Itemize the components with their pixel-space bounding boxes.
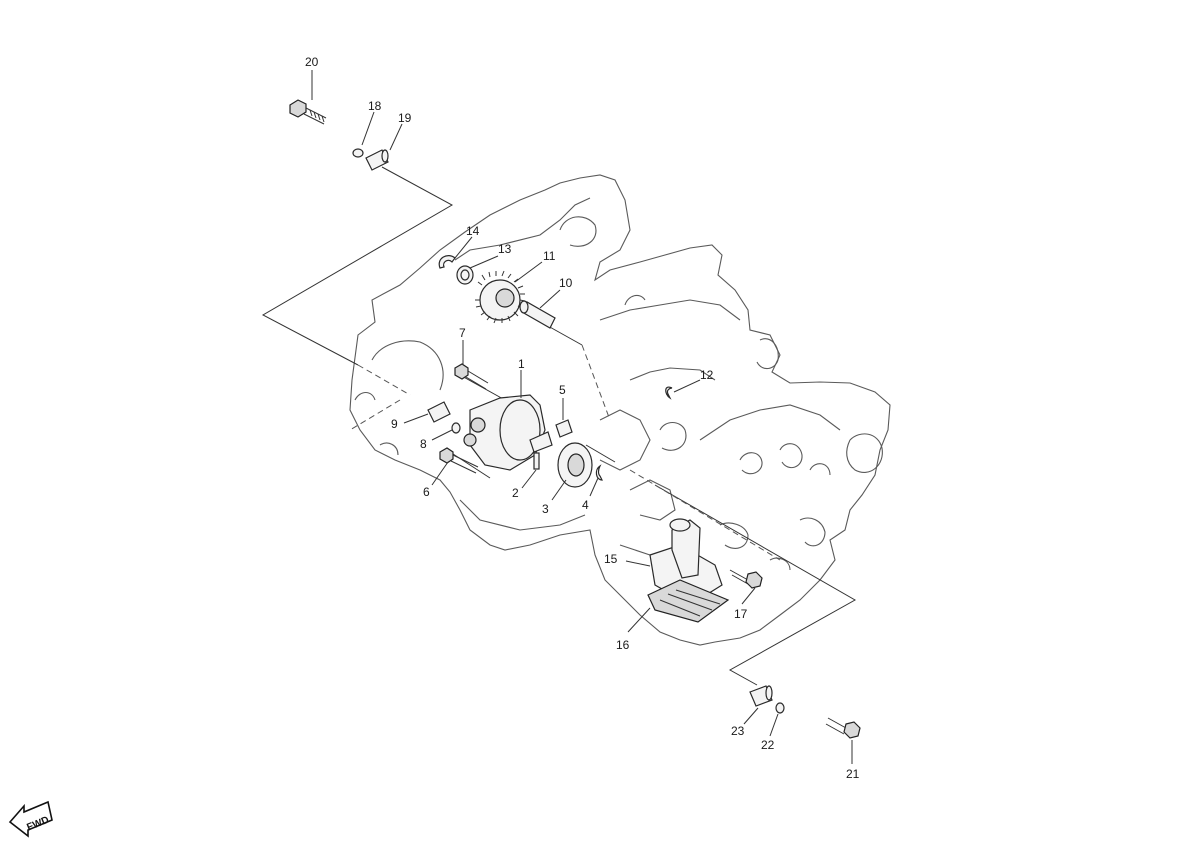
leader-lines xyxy=(311,70,853,764)
part-label-18: 18 xyxy=(368,99,382,113)
part-4-circlip xyxy=(595,464,603,481)
part-10-shaft xyxy=(519,300,556,329)
part-label-10: 10 xyxy=(559,276,573,290)
part-22-oring xyxy=(775,702,785,714)
part-label-16: 16 xyxy=(616,638,630,652)
part-19-dowel xyxy=(365,149,389,171)
part-label-17: 17 xyxy=(734,607,748,621)
part-label-8: 8 xyxy=(420,437,427,451)
part-label-15: 15 xyxy=(604,552,618,566)
part-8-oring xyxy=(451,422,461,434)
part-9-dowel xyxy=(427,401,451,423)
part-17-bolt xyxy=(729,569,763,589)
part-label-1: 1 xyxy=(518,357,525,371)
part-11-gear xyxy=(475,270,526,324)
part-5-pin xyxy=(555,419,573,438)
part-label-20: 20 xyxy=(305,55,319,69)
part-label-7: 7 xyxy=(459,326,466,340)
part-2-pin xyxy=(529,431,553,470)
fwd-arrow-icon: FWD xyxy=(8,800,53,838)
part-label-11: 11 xyxy=(543,249,556,263)
part-label-3: 3 xyxy=(542,502,549,516)
part-label-19: 19 xyxy=(398,111,412,125)
part-label-9: 9 xyxy=(391,417,398,431)
part-3-rotor xyxy=(557,442,593,488)
part-label-5: 5 xyxy=(559,383,566,397)
part-6-bolt xyxy=(439,447,479,474)
part-label-21: 21 xyxy=(846,767,860,781)
part-label-4: 4 xyxy=(582,498,589,512)
part-label-6: 6 xyxy=(423,485,430,499)
part-label-23: 23 xyxy=(731,724,745,738)
part-label-14: 14 xyxy=(466,224,480,238)
part-21-bolt xyxy=(825,717,861,739)
part-label-22: 22 xyxy=(761,738,775,752)
part-7-bolt xyxy=(454,363,489,390)
part-label-12: 12 xyxy=(700,368,714,382)
part-number-labels: 20 18 19 14 13 11 10 12 7 1 5 9 8 6 2 3 … xyxy=(305,55,860,781)
part-1-pump-body xyxy=(463,394,546,471)
part-13-washer xyxy=(456,265,474,285)
part-23-dowel xyxy=(749,685,773,707)
part-16-strainer-screen xyxy=(647,579,730,623)
part-14-circlip xyxy=(438,255,456,269)
part-20-bolt xyxy=(289,99,327,125)
part-label-2: 2 xyxy=(512,486,519,500)
part-18-oring xyxy=(352,148,364,158)
part-12-circlip xyxy=(665,386,673,400)
part-label-13: 13 xyxy=(498,242,512,256)
